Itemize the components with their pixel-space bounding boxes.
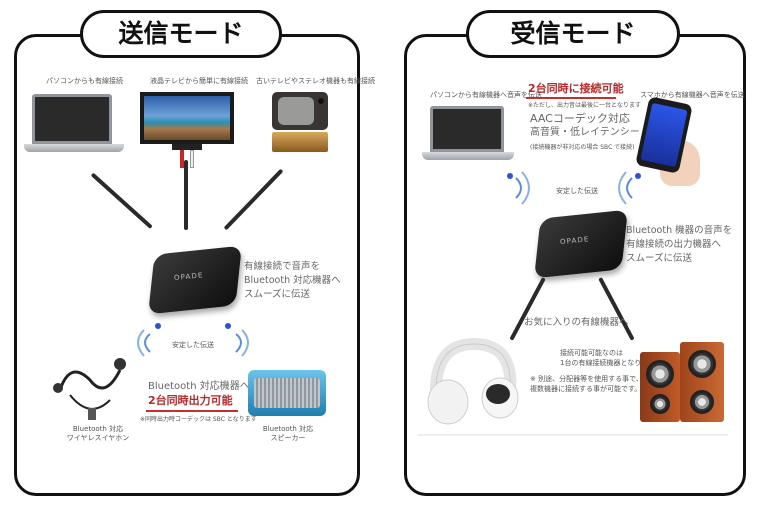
tx-out-note: ※同時出力時コーデックは SBC となります <box>140 416 257 423</box>
rx-desc-2: 有線接続の出力機器へ <box>626 239 722 250</box>
rx-wave-right-icon <box>618 171 641 205</box>
tx-wave-right-icon <box>225 323 249 357</box>
rx-info-3: ※ 別途、分配器等を使用する事で、 <box>530 375 643 383</box>
rx-adapter-device: OPADE <box>534 209 628 279</box>
rx-floor-line <box>418 434 728 436</box>
tx-src-tv-label: 液晶テレビから簡単に有線接続 <box>150 77 248 85</box>
rx-info-4: 複数機器に接続する事が可能です。 <box>530 385 642 393</box>
tx-src-laptop-label: パソコンからも有線接続 <box>46 77 123 85</box>
tx-speaker-label-2: スピーカー <box>270 434 306 442</box>
tx-earphone-image <box>53 358 126 420</box>
rx-info-1: 接続可能可能なのは <box>560 349 623 357</box>
tx-desc-1: 有線接続で音声を <box>244 261 321 272</box>
tx-wave-left-icon <box>137 323 161 357</box>
tx-out-line-1: Bluetooth 対応機器へ <box>148 381 250 392</box>
rx-desc-3: スムーズに伝送 <box>626 253 693 264</box>
rx-src-laptop-label: パソコンから有線機器へ音声を伝送 <box>430 91 542 99</box>
tx-speaker-label-1: Bluetooth 対応 <box>262 425 314 433</box>
rx-aac-line-1: AACコーデック対応 <box>530 112 630 125</box>
rx-stable-label: 安定した伝送 <box>556 187 598 195</box>
tx-adapter-logo: OPADE <box>173 271 204 283</box>
tx-stable-label: 安定した伝送 <box>172 341 214 349</box>
rx-aac-line-2: 高音質・低レイテンシー <box>530 127 640 138</box>
rx-adapter-logo: OPADE <box>559 235 590 247</box>
tx-mode-title: 送信モード <box>80 10 282 58</box>
tx-adapter-device: OPADE <box>148 245 242 315</box>
rx-dual-note: ※ただし、出力音は最後に一台となります <box>528 102 641 109</box>
rx-headphones-image <box>427 337 519 425</box>
rx-src-phone-label: スマホから有線機器へ音声を伝送 <box>640 91 745 99</box>
rx-aac-note: (接続機器が非対応の場合 SBC で接続) <box>530 144 635 151</box>
rx-mode-title: 受信モード <box>466 10 680 58</box>
tx-src-oldtv-label: 古いテレビやステレオ機器も有線接続 <box>256 77 375 85</box>
tx-desc-2: Bluetooth 対応機器へ <box>244 275 341 286</box>
tx-earphone-label-2: ワイヤレスイヤホン <box>66 434 130 442</box>
rx-dual-underline <box>526 97 616 99</box>
rx-fav-label: お気に入りの有線機器へ <box>524 317 629 328</box>
rx-wave-left-icon <box>507 171 530 205</box>
rx-info-2: 1台の有線接続機器となります。 <box>560 359 662 367</box>
tx-rca-white <box>190 150 194 168</box>
rx-desc-1: Bluetooth 機器の音声を <box>626 225 733 236</box>
tx-rca-red <box>180 150 184 168</box>
tx-out-underline <box>146 410 238 412</box>
rx-dual-heading: 2台同時に接続可能 <box>528 82 624 95</box>
tx-earphone-label-1: Bluetooth 対応 <box>72 425 124 433</box>
tx-desc-3: スムーズに伝送 <box>244 289 311 300</box>
tx-out-line-2: 2台同時出力可能 <box>148 394 233 407</box>
tx-cable-middle <box>184 160 188 230</box>
